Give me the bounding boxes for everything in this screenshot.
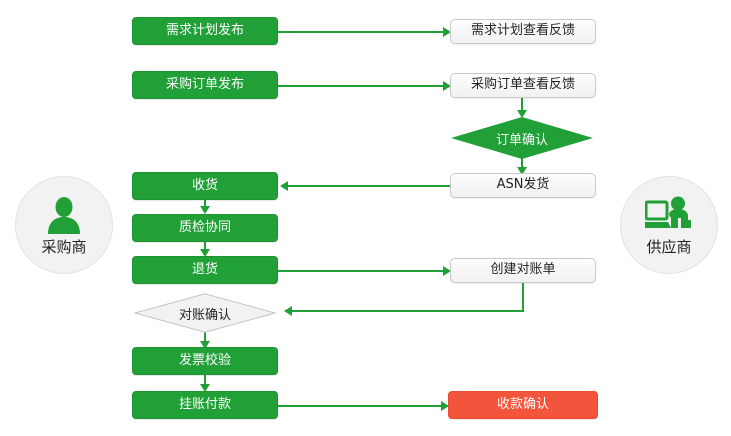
node-label: 挂账付款	[178, 396, 231, 412]
node-po-feedback[interactable]: 采购订单查看反馈	[450, 73, 596, 98]
edge-order-confirm-to-asn	[521, 156, 523, 172]
node-demand-plan-feedback[interactable]: 需求计划查看反馈	[450, 19, 596, 44]
diamond-shape	[451, 117, 593, 159]
node-statement-confirm[interactable]: 对账确认	[134, 293, 276, 333]
arrow-invoice-to-payment	[200, 384, 210, 392]
node-label: ASN发货	[496, 177, 550, 193]
node-pending-payment[interactable]: 挂账付款	[132, 391, 278, 419]
node-quality-collab[interactable]: 质检协同	[132, 214, 278, 242]
node-label: 退货	[191, 261, 218, 277]
actor-label: 供应商	[646, 237, 692, 256]
arrow-return-to-statement	[443, 266, 451, 276]
arrow-statement-to-confirm	[284, 306, 292, 316]
actor-label: 采购商	[41, 237, 87, 256]
node-label: 质检协同	[178, 219, 231, 235]
edge-return-to-statement	[278, 270, 443, 272]
edge-receiving-to-qc	[204, 200, 206, 208]
arrow-po-publish	[443, 81, 451, 91]
actor-buyer[interactable]: 采购商	[15, 176, 113, 274]
node-label: 收款确认	[496, 396, 549, 412]
person-at-computer-icon	[645, 194, 693, 234]
edge-qc-to-return	[204, 242, 206, 251]
edge-demand-plan	[278, 31, 443, 33]
node-create-statement[interactable]: 创建对账单	[450, 258, 596, 283]
node-po-publish[interactable]: 采购订单发布	[132, 71, 278, 99]
node-receipt-confirm[interactable]: 收款确认	[448, 391, 598, 419]
arrow-payment-to-receipt	[441, 401, 449, 411]
edge-asn-to-receiving	[288, 185, 451, 187]
edge-confirm-to-invoice	[204, 332, 206, 344]
arrow-receiving-to-qc	[200, 206, 210, 214]
arrow-confirm-to-invoice	[200, 341, 210, 349]
arrow-asn-to-receiving	[280, 181, 288, 191]
actor-supplier[interactable]: 供应商	[620, 176, 718, 274]
node-return-goods[interactable]: 退货	[132, 256, 278, 284]
arrow-qc-to-return	[200, 249, 210, 257]
edge-invoice-to-payment	[204, 375, 206, 386]
diamond-shape	[134, 293, 276, 333]
node-demand-plan-publish[interactable]: 需求计划发布	[132, 17, 278, 45]
edge-po-publish	[278, 85, 443, 87]
person-icon	[40, 194, 88, 234]
node-invoice-verify[interactable]: 发票校验	[132, 347, 278, 375]
node-receiving[interactable]: 收货	[132, 172, 278, 200]
node-label: 需求计划查看反馈	[470, 23, 575, 39]
arrow-po-to-order-confirm	[517, 110, 527, 118]
node-label: 创建对账单	[490, 262, 556, 278]
edge-statement-left	[292, 310, 524, 312]
node-label: 采购订单发布	[165, 76, 244, 92]
arrow-demand-plan	[443, 27, 451, 37]
edge-po-to-order-confirm	[521, 96, 523, 112]
node-label: 发票校验	[178, 352, 231, 368]
edge-payment-to-receipt	[278, 405, 441, 407]
edge-statement-down	[522, 283, 524, 312]
node-label: 需求计划发布	[165, 22, 244, 38]
node-label: 采购订单查看反馈	[470, 77, 575, 93]
node-order-confirm[interactable]: 订单确认	[451, 117, 593, 159]
node-label: 收货	[191, 177, 218, 193]
node-asn-shipment[interactable]: ASN发货	[450, 173, 596, 198]
arrow-order-confirm-to-asn	[517, 167, 527, 175]
